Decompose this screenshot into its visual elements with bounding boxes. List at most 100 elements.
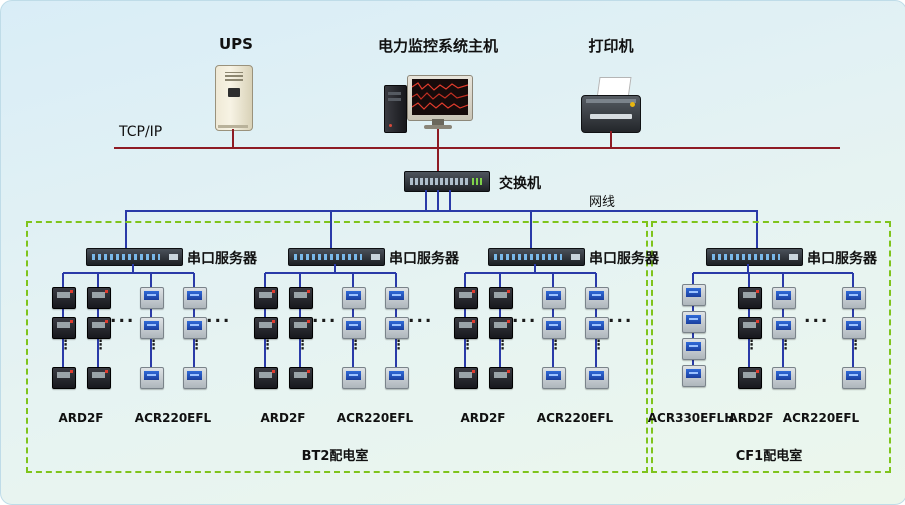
acr330eflh-meter-icon xyxy=(682,365,706,387)
tcpip-label: TCP/IP xyxy=(119,124,163,140)
meter-led xyxy=(70,370,73,373)
meter-reading xyxy=(592,324,601,326)
ups-uplink-line xyxy=(232,129,234,147)
ups-vent xyxy=(225,72,243,81)
meter-display xyxy=(743,372,756,378)
printer-top xyxy=(586,99,636,103)
switch-label: 交换机 xyxy=(499,176,541,192)
meter-display xyxy=(57,292,70,298)
more-devices-vertical-ellipsis: ⋮ xyxy=(94,338,107,353)
device-type-label: ARD2F xyxy=(260,411,306,425)
host-screen-graphs xyxy=(412,82,468,110)
meter-reading xyxy=(349,324,358,326)
ard2f-meter-icon xyxy=(289,287,313,309)
more-devices-vertical-ellipsis: ⋮ xyxy=(261,338,274,353)
printer-output-slot xyxy=(590,114,632,119)
serial-server-leds xyxy=(169,254,178,260)
ups-display xyxy=(228,88,240,97)
meter-reading xyxy=(849,374,858,376)
ups-base xyxy=(218,125,248,128)
ard2f-meter-icon xyxy=(254,367,278,389)
printer-label: 打印机 xyxy=(588,37,634,55)
ard2f-meter-icon xyxy=(254,287,278,309)
acr220efl-meter-icon xyxy=(585,317,609,339)
more-devices-vertical-ellipsis: ⋮ xyxy=(190,338,203,353)
acr220efl-meter-icon xyxy=(772,287,796,309)
acr220efl-meter-icon xyxy=(385,317,409,339)
acr220efl-meter-icon xyxy=(140,317,164,339)
meter-display xyxy=(494,322,507,328)
cable-label: 网线 xyxy=(589,195,616,210)
meter-display xyxy=(743,322,756,328)
serial-server-downlink-line xyxy=(132,264,134,273)
more-devices-vertical-ellipsis: ⋮ xyxy=(296,338,309,353)
more-devices-vertical-ellipsis: ⋮ xyxy=(745,338,758,353)
meter-reading xyxy=(349,294,358,296)
more-devices-vertical-ellipsis: ⋮ xyxy=(592,338,605,353)
meter-reading xyxy=(779,294,788,296)
meter-display xyxy=(57,372,70,378)
acr220efl-meter-icon xyxy=(183,287,207,309)
network-bus-line xyxy=(126,210,758,212)
more-devices-vertical-ellipsis: ⋮ xyxy=(549,338,562,353)
monitor-base xyxy=(424,125,452,129)
meter-led xyxy=(756,370,759,373)
meter-reading xyxy=(849,294,858,296)
acr220efl-meter-icon xyxy=(385,287,409,309)
acr220efl-meter-icon xyxy=(542,367,566,389)
host-tower-icon xyxy=(384,85,407,133)
more-devices-vertical-ellipsis: ⋮ xyxy=(349,338,362,353)
tower-drive-slot xyxy=(388,98,401,101)
acr330eflh-meter-icon xyxy=(682,284,706,306)
acr220efl-meter-icon xyxy=(542,317,566,339)
meter-reading xyxy=(147,324,156,326)
meter-reading xyxy=(689,291,698,293)
meter-display xyxy=(92,322,105,328)
ard2f-meter-icon xyxy=(254,317,278,339)
device-type-label: ACR220EFL xyxy=(336,411,414,425)
device-type-label: ACR220EFL xyxy=(134,411,212,425)
more-devices-vertical-ellipsis: ⋮ xyxy=(392,338,405,353)
ard2f-meter-icon xyxy=(52,367,76,389)
more-devices-vertical-ellipsis: ⋮ xyxy=(59,338,72,353)
ard2f-meter-icon xyxy=(454,287,478,309)
acr220efl-meter-icon xyxy=(140,287,164,309)
acr220efl-meter-icon xyxy=(842,287,866,309)
meter-reading xyxy=(190,294,199,296)
room-label-bt2: BT2配电室 xyxy=(301,449,369,464)
ard2f-meter-icon xyxy=(738,287,762,309)
network-drop-line xyxy=(330,210,332,248)
meter-led xyxy=(307,370,310,373)
ard2f-meter-icon xyxy=(489,287,513,309)
switch-ports xyxy=(410,178,468,185)
acr220efl-meter-icon xyxy=(842,317,866,339)
ard2f-meter-icon xyxy=(489,317,513,339)
serial-server-leds xyxy=(789,254,798,260)
meter-reading xyxy=(392,294,401,296)
ups-device-icon xyxy=(215,65,253,131)
ard2f-meter-icon xyxy=(454,317,478,339)
meter-led xyxy=(307,320,310,323)
meter-led xyxy=(507,320,510,323)
meter-display xyxy=(743,292,756,298)
room-box-bt2 xyxy=(26,221,648,473)
meter-led xyxy=(507,290,510,293)
ard2f-meter-icon xyxy=(289,317,313,339)
switch-leds xyxy=(472,178,484,185)
acr220efl-meter-icon xyxy=(385,367,409,389)
meter-reading xyxy=(849,324,858,326)
meter-led xyxy=(105,290,108,293)
meter-reading xyxy=(592,294,601,296)
room-box-cf1 xyxy=(651,221,891,473)
host-monitor-icon xyxy=(407,75,473,121)
ard2f-meter-icon xyxy=(52,287,76,309)
serial-server-ports xyxy=(712,254,780,260)
more-devices-vertical-ellipsis: ⋮ xyxy=(147,338,160,353)
meter-bus-line xyxy=(465,272,596,274)
meter-led xyxy=(756,320,759,323)
more-devices-vertical-ellipsis: ⋮ xyxy=(849,338,862,353)
meter-reading xyxy=(147,374,156,376)
acr220efl-meter-icon xyxy=(842,367,866,389)
meter-display xyxy=(294,292,307,298)
